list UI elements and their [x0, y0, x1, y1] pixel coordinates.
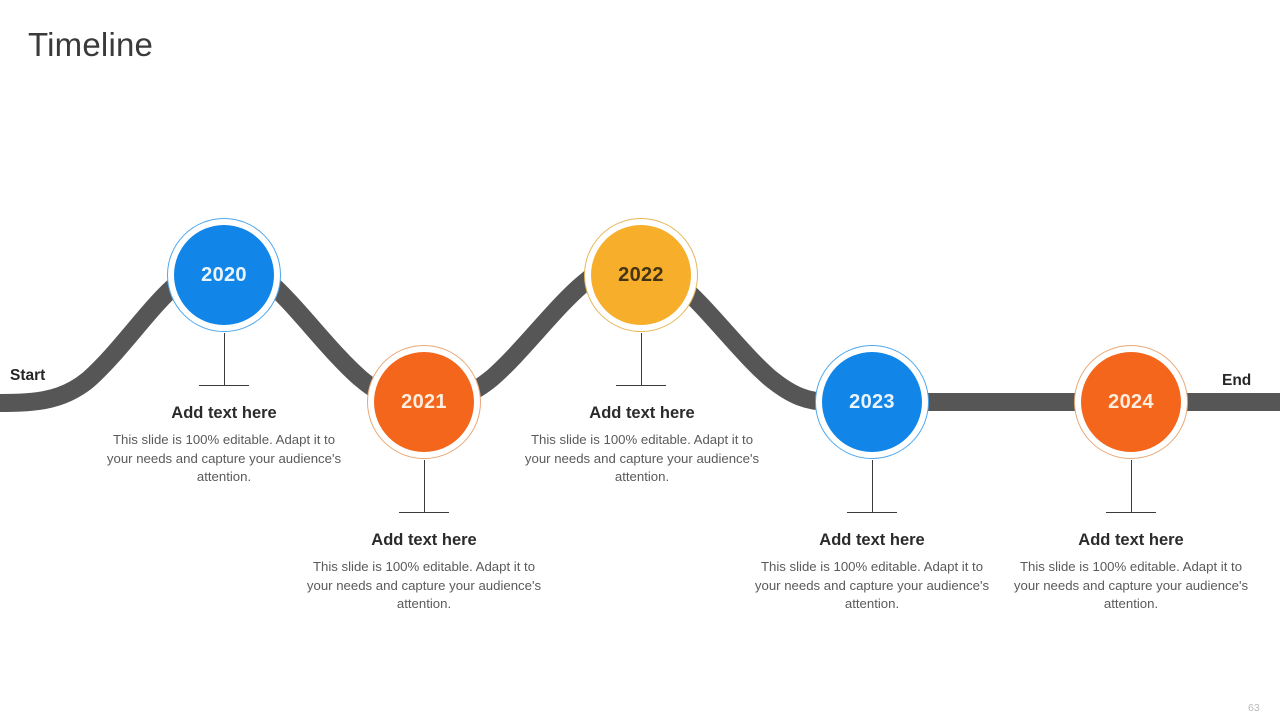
milestone-circle-2022[interactable]: 2022 — [584, 218, 698, 332]
text-body-2022: This slide is 100% editable. Adapt it to… — [524, 432, 760, 484]
text-block-2020: Add text here This slide is 100% editabl… — [104, 402, 344, 487]
text-heading-2024: Add text here — [1078, 531, 1184, 549]
text-body-2023: This slide is 100% editable. Adapt it to… — [754, 559, 990, 611]
text-block-2021: Add text here This slide is 100% editabl… — [304, 529, 544, 614]
milestone-circle-2021[interactable]: 2021 — [367, 345, 481, 459]
stem-vertical-line-2020 — [224, 333, 225, 385]
circle-disc-2020: 2020 — [174, 225, 274, 325]
text-heading-2021: Add text here — [371, 531, 477, 549]
start-label: Start — [10, 367, 46, 384]
circle-disc-2022: 2022 — [591, 225, 691, 325]
milestone-year-2020: 2020 — [201, 263, 247, 286]
page-number: 63 — [1248, 702, 1260, 714]
stem-horizontal-line-2021 — [399, 512, 449, 513]
stem-vertical-line-2021 — [424, 460, 425, 512]
milestone-circle-2024[interactable]: 2024 — [1074, 345, 1188, 459]
stem-vertical-line-2023 — [872, 460, 873, 512]
milestone-year-2023: 2023 — [849, 390, 895, 413]
stem-horizontal-line-2022 — [616, 385, 666, 386]
text-body-2021: This slide is 100% editable. Adapt it to… — [306, 559, 542, 611]
circle-disc-2023: 2023 — [822, 352, 922, 452]
text-heading-2022: Add text here — [589, 404, 695, 422]
text-body-2020: This slide is 100% editable. Adapt it to… — [106, 432, 342, 484]
text-heading-2020: Add text here — [171, 404, 277, 422]
text-block-2023: Add text here This slide is 100% editabl… — [752, 529, 992, 614]
stem-vertical-line-2024 — [1131, 460, 1132, 512]
stem-horizontal-line-2024 — [1106, 512, 1156, 513]
text-block-2022: Add text here This slide is 100% editabl… — [522, 402, 762, 487]
end-label: End — [1222, 372, 1252, 389]
circle-disc-2021: 2021 — [374, 352, 474, 452]
stem-horizontal-line-2020 — [199, 385, 249, 386]
milestone-year-2021: 2021 — [401, 390, 447, 413]
stem-horizontal-line-2023 — [847, 512, 897, 513]
milestone-circle-2023[interactable]: 2023 — [815, 345, 929, 459]
stem-vertical-line-2022 — [641, 333, 642, 385]
text-heading-2023: Add text here — [819, 531, 925, 549]
circle-disc-2024: 2024 — [1081, 352, 1181, 452]
milestone-year-2022: 2022 — [618, 263, 664, 286]
milestone-year-2024: 2024 — [1108, 390, 1154, 413]
milestone-circle-2020[interactable]: 2020 — [167, 218, 281, 332]
text-body-2024: This slide is 100% editable. Adapt it to… — [1013, 559, 1249, 611]
page-title: Timeline — [28, 26, 154, 63]
text-block-2024: Add text here This slide is 100% editabl… — [1011, 529, 1251, 614]
